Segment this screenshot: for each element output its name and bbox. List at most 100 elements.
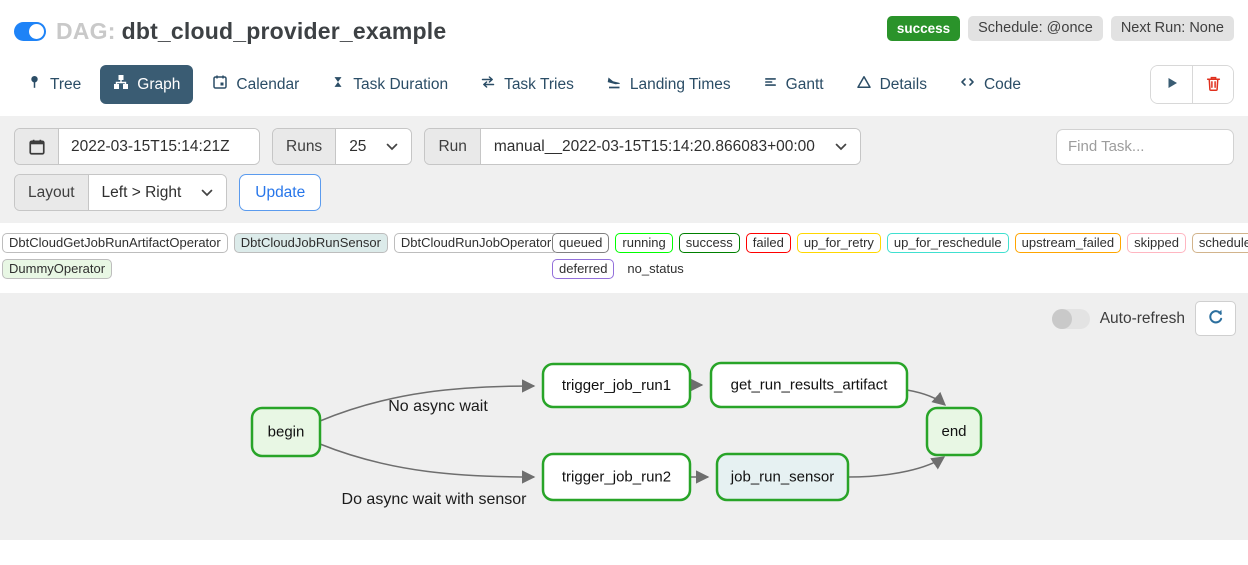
run-group: Run manual__2022-03-15T15:14:20.866083+0…: [424, 128, 861, 165]
refresh-icon: [1207, 308, 1225, 329]
tab-code[interactable]: Code: [946, 65, 1034, 104]
dag-edge-label: Do async wait with sensor: [342, 491, 528, 508]
graph-icon: [113, 74, 129, 95]
tab-task-duration[interactable]: Task Duration: [318, 65, 461, 104]
dag-edge-job_run_sensor-to-end: [847, 456, 946, 478]
repeat-icon: [480, 74, 496, 95]
plane-landing-icon: [606, 74, 622, 95]
run-value: manual__2022-03-15T15:14:20.866083+00:00: [493, 137, 815, 155]
gantt-icon: [763, 74, 778, 95]
legend-status[interactable]: queued: [552, 233, 610, 253]
tab-label: Landing Times: [629, 75, 731, 93]
tab-details[interactable]: Details: [843, 65, 940, 104]
dag-node-job_run_sensor[interactable]: job_run_sensor: [715, 452, 850, 502]
legend-operator: DbtCloudJobRunSensor: [233, 233, 388, 253]
layout-label: Layout: [15, 175, 89, 210]
find-task-input[interactable]: [1056, 128, 1234, 165]
legend-operator: DbtCloudRunJobOperator: [393, 233, 559, 253]
svg-text:trigger_job_run2: trigger_job_run2: [562, 469, 671, 486]
tab-gantt[interactable]: Gantt: [750, 65, 837, 104]
refresh-button[interactable]: [1195, 301, 1236, 336]
status-legend: queued running success failed up_for_ret…: [552, 233, 1248, 279]
dag-edge-begin-to-trigger_job_run1: [319, 379, 536, 422]
auto-refresh-label: Auto-refresh: [1099, 309, 1185, 327]
update-button[interactable]: Update: [239, 174, 322, 211]
schedule-badge[interactable]: Schedule: @once: [968, 16, 1103, 41]
calendar-icon: [212, 74, 228, 95]
dag-node-get_run_results_artifact[interactable]: get_run_results_artifact: [709, 361, 909, 409]
runs-group: Runs 25: [272, 128, 413, 165]
view-tabs: Tree Graph Calendar Task Duration Task T…: [14, 65, 1034, 104]
dag-node-trigger_job_run2[interactable]: trigger_job_run2: [541, 452, 692, 502]
dag-edge-begin-to-trigger_job_run2: [319, 443, 536, 484]
chevron-down-icon: [386, 138, 398, 156]
tab-tree[interactable]: Tree: [14, 65, 94, 104]
play-icon: [1164, 75, 1180, 94]
legend-status[interactable]: up_for_retry: [796, 233, 881, 253]
dag-action-buttons: [1150, 65, 1234, 104]
header-badges: success Schedule: @once Next Run: None: [886, 16, 1234, 41]
legend-status[interactable]: upstream_failed: [1014, 233, 1122, 253]
run-select[interactable]: manual__2022-03-15T15:14:20.866083+00:00: [480, 129, 860, 164]
run-label: Run: [425, 129, 481, 164]
auto-refresh-toggle[interactable]: [1051, 308, 1090, 329]
legend-status[interactable]: skipped: [1127, 233, 1186, 253]
delete-dag-button[interactable]: [1192, 66, 1233, 103]
svg-text:trigger_job_run1: trigger_job_run1: [562, 377, 671, 394]
execution-date-input[interactable]: [59, 129, 259, 164]
legend-status[interactable]: success: [678, 233, 740, 253]
dag-node-begin[interactable]: begin: [250, 406, 322, 458]
next-run-badge: Next Run: None: [1110, 16, 1234, 41]
toggle-knob: [1051, 308, 1072, 329]
tab-landing-times[interactable]: Landing Times: [593, 65, 744, 104]
runs-label: Runs: [273, 129, 337, 164]
legend-status[interactable]: failed: [745, 233, 791, 253]
dag-node-end[interactable]: end: [925, 406, 983, 457]
dag-header: DAG:dbt_cloud_provider_example success S…: [0, 0, 1248, 51]
filter-row-1: Runs 25 Run manual__2022-03-15T15:14:20.…: [14, 128, 1234, 165]
layout-select[interactable]: Left > Right: [88, 175, 227, 210]
graph-toolbar: Auto-refresh: [1051, 301, 1236, 336]
legend-status[interactable]: deferred: [552, 259, 615, 279]
svg-text:get_run_results_artifact: get_run_results_artifact: [731, 377, 889, 394]
status-badge: success: [886, 16, 961, 41]
runs-value: 25: [349, 137, 367, 155]
tab-label: Details: [879, 75, 927, 93]
legend-operator: DummyOperator: [2, 259, 113, 279]
legend-status[interactable]: no_status: [620, 259, 691, 279]
legend-status[interactable]: running: [615, 233, 673, 253]
trash-icon: [1205, 75, 1222, 95]
view-tabbar: Tree Graph Calendar Task Duration Task T…: [0, 51, 1248, 114]
details-triangle-icon: [856, 74, 872, 95]
layout-group: Layout Left > Right: [14, 174, 228, 211]
legend: DbtCloudGetJobRunArtifactOperator DbtClo…: [0, 223, 1248, 289]
layout-value: Left > Right: [101, 183, 182, 201]
tab-label: Gantt: [785, 75, 824, 93]
tab-graph[interactable]: Graph: [100, 65, 194, 104]
execution-date-group: [14, 128, 260, 165]
page-title: DAG:dbt_cloud_provider_example: [56, 18, 446, 45]
tree-icon: [27, 74, 42, 95]
svg-text:job_run_sensor: job_run_sensor: [730, 469, 834, 486]
legend-status[interactable]: up_for_reschedule: [886, 233, 1009, 253]
filter-row-2: Layout Left > Right Update: [14, 174, 1234, 211]
trigger-dag-button[interactable]: [1151, 66, 1192, 103]
dag-edge-label: No async wait: [388, 398, 488, 415]
tab-label: Calendar: [236, 75, 300, 93]
svg-text:begin: begin: [268, 424, 305, 441]
runs-select[interactable]: 25: [336, 129, 412, 164]
tab-task-tries[interactable]: Task Tries: [467, 65, 587, 104]
hourglass-icon: [331, 74, 345, 95]
tab-label: Graph: [137, 75, 181, 93]
dag-pause-toggle[interactable]: [14, 22, 46, 41]
chevron-down-icon: [201, 184, 213, 202]
dag-node-trigger_job_run1[interactable]: trigger_job_run1: [541, 362, 692, 409]
tab-calendar[interactable]: Calendar: [199, 65, 312, 104]
dag-canvas[interactable]: begin trigger_job_run1 get_run_results_art…: [0, 293, 1248, 540]
tab-label: Tree: [50, 75, 82, 93]
code-icon: [959, 74, 976, 95]
filter-bar: Runs 25 Run manual__2022-03-15T15:14:20.…: [0, 116, 1248, 223]
svg-text:end: end: [941, 423, 966, 440]
calendar-picker-icon[interactable]: [15, 129, 59, 164]
